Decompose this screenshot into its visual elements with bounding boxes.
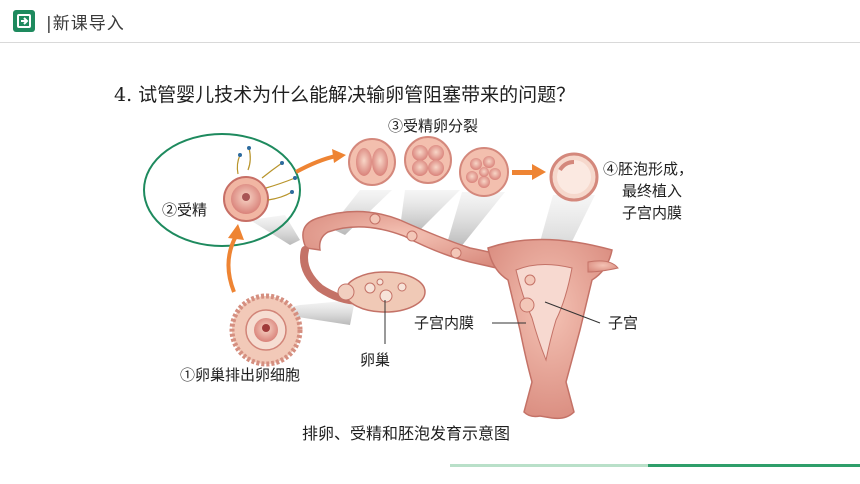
fertilization-circle (143, 133, 301, 247)
section-title: |新课导入 (46, 14, 125, 34)
back-icon[interactable] (12, 9, 36, 33)
blastocyst (549, 152, 599, 202)
process-arrows (226, 149, 546, 293)
cleavage-2-cell (348, 138, 396, 186)
header-bar: |新课导入 (0, 0, 860, 44)
label-ovary: 卵巢 (360, 351, 390, 369)
label-uterus: 子宫 (608, 314, 638, 332)
label-step3: ③受精卵分裂 (388, 117, 478, 135)
cleavage-morula (459, 147, 509, 197)
label-endometrium: 子宫内膜 (414, 314, 474, 332)
label-step4-line2: 最终植入 (622, 182, 682, 200)
footer-accent-dark (648, 464, 860, 467)
header-divider (0, 42, 860, 43)
label-step2: ②受精 (162, 201, 207, 219)
label-step4-line3: 子宫内膜 (622, 204, 682, 222)
label-step1: ①卵巢排出卵细胞 (180, 366, 300, 384)
diagram-caption: 排卵、受精和胚泡发育示意图 (302, 424, 510, 443)
cleavage-4-cell (404, 136, 452, 184)
female-reproductive-tract (300, 210, 619, 420)
label-step4-line1: ④胚泡形成， (603, 160, 693, 178)
question-text: 4. 试管婴儿技术为什么能解决输卵管阻塞带来的问题？ (114, 84, 576, 106)
egg-with-sperm (223, 146, 297, 222)
leader-lines (384, 300, 601, 344)
footer-accent-light (450, 464, 650, 467)
ovulated-egg (229, 293, 303, 367)
